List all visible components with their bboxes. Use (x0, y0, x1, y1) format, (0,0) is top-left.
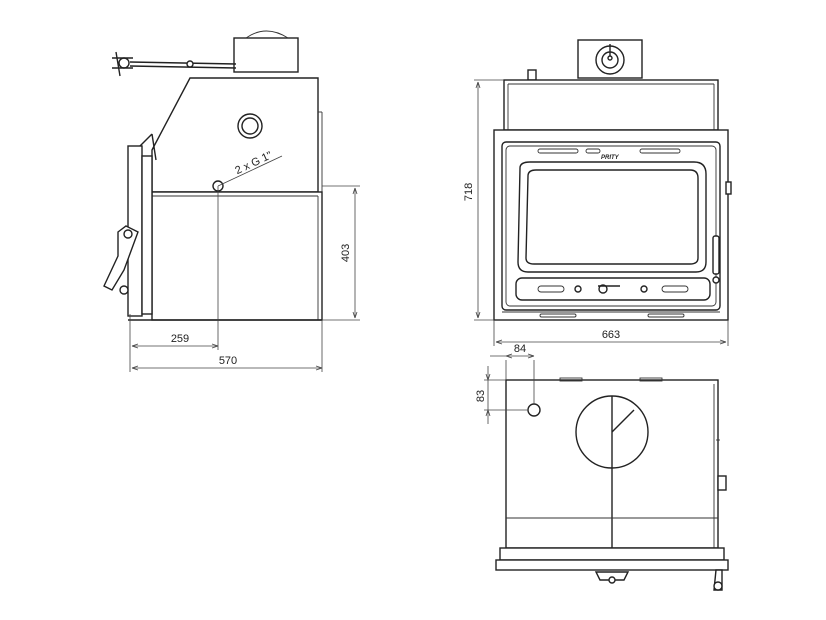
front-door-handle (712, 235, 720, 275)
front-dimensions: 718 663 (463, 79, 729, 346)
front-glass-frame (517, 161, 707, 273)
top-air-knob (594, 571, 630, 581)
top-door-panel (495, 559, 729, 571)
front-air-control (515, 277, 711, 301)
dim-718: 718 (463, 183, 475, 201)
side-flue-cap (245, 30, 289, 39)
dim-403: 403 (340, 244, 352, 262)
dim-83: 83 (475, 390, 487, 402)
dim-570: 570 (219, 355, 237, 367)
side-door-panel (141, 155, 153, 315)
front-top-fitting (527, 69, 537, 81)
dim-84: 84 (514, 343, 526, 355)
side-view (103, 30, 323, 321)
side-pipe-connection-outer (237, 113, 263, 139)
side-pipe-connection-inner (241, 117, 259, 135)
side-door-handle (103, 225, 139, 291)
side-firebox-body (151, 191, 323, 321)
dim-663: 663 (602, 329, 620, 341)
front-top-vents (537, 148, 681, 154)
side-upper-housing (151, 77, 319, 193)
front-upper-housing (503, 79, 719, 131)
front-logo: PRITY (601, 155, 620, 161)
top-view (495, 377, 729, 591)
top-side-fitting (717, 475, 727, 491)
front-view: PRITY (493, 39, 732, 321)
front-glass (525, 169, 699, 265)
damper-handle (112, 51, 237, 77)
pipe-leader-line (217, 155, 283, 187)
top-dimensions: 84 83 (475, 343, 535, 424)
top-door-frame (499, 547, 725, 561)
dim-259: 259 (171, 333, 189, 345)
side-flue-collar (233, 37, 299, 73)
front-air-knob (598, 284, 608, 294)
